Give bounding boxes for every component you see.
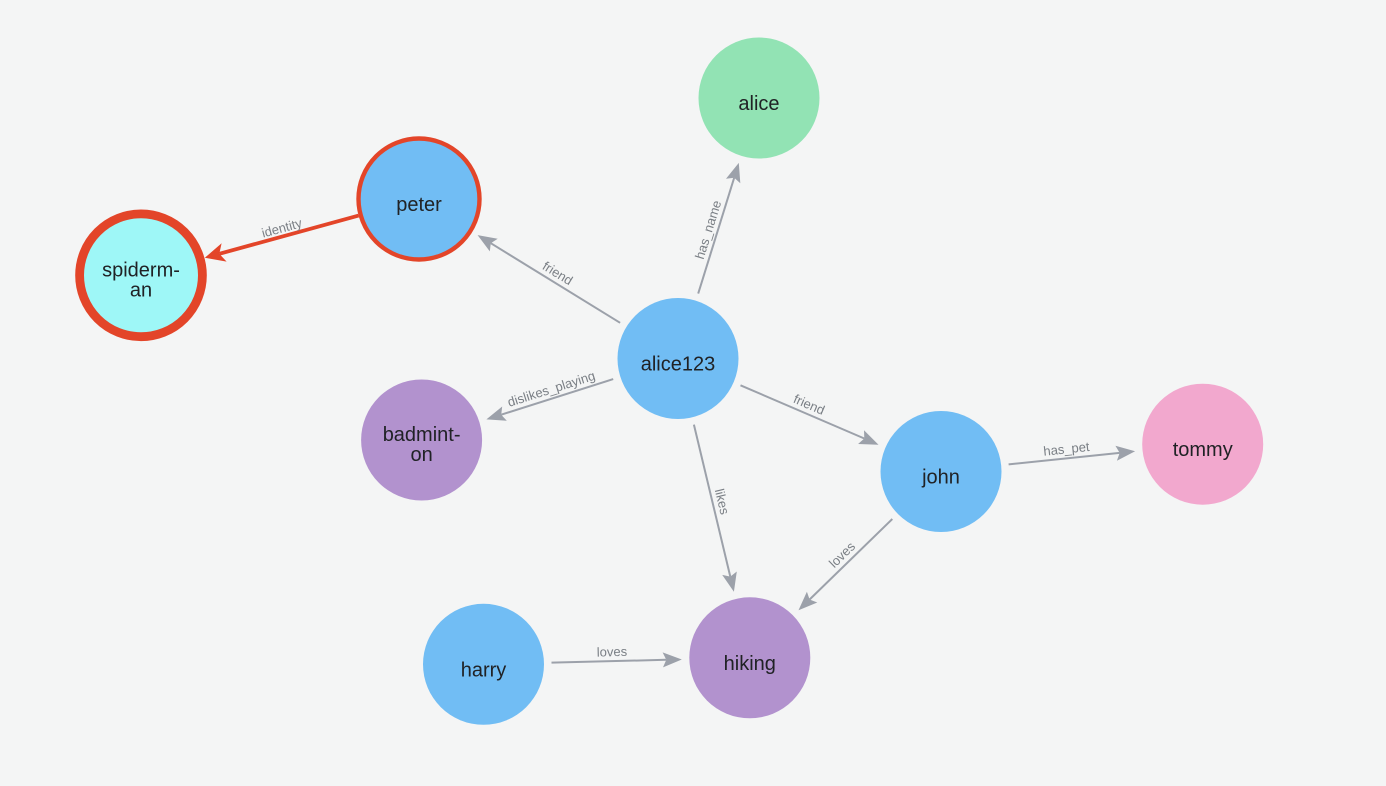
svg-text:tommy: tommy: [1173, 439, 1233, 461]
svg-text:alice123: alice123: [641, 354, 716, 376]
svg-text:badmint-: badmint-: [383, 424, 461, 446]
svg-text:john: john: [921, 467, 960, 489]
svg-text:alice: alice: [738, 93, 779, 115]
svg-text:hiking: hiking: [724, 653, 776, 675]
svg-text:loves: loves: [597, 644, 628, 660]
svg-text:likes: likes: [712, 487, 733, 516]
svg-text:spiderm-: spiderm-: [102, 259, 180, 281]
svg-text:peter: peter: [396, 194, 442, 216]
svg-text:has_pet: has_pet: [1043, 439, 1091, 459]
svg-text:an: an: [130, 279, 152, 301]
svg-text:harry: harry: [461, 659, 507, 681]
svg-text:on: on: [410, 444, 432, 466]
